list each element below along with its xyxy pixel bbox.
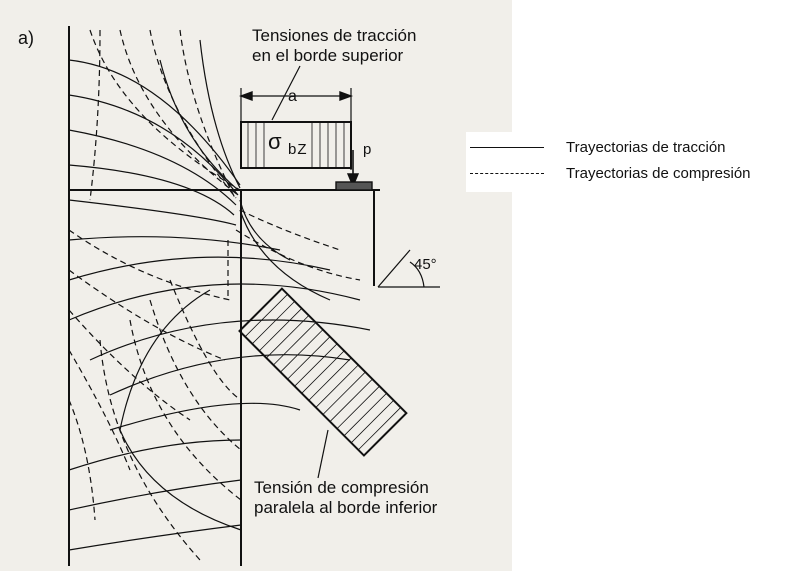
dimension-a-label: a [288,88,297,105]
scanned-diagram-background [0,0,512,571]
bottom-leader-line [317,429,329,479]
tension-block-hatching [247,122,345,168]
tension-trajectories [68,39,371,551]
loading-plate [335,181,373,191]
top-leader-line [271,65,301,121]
panel-label: a) [18,28,35,48]
load-label: p [363,141,372,158]
top-label-line-2: en el borde superior [252,46,404,65]
angle-arc [409,261,425,288]
legend-label-tension: Trayectorias de tracción [566,139,726,156]
bottom-label-line-1: Tensión de compresión [254,478,429,497]
solid-line-swatch [470,147,544,148]
angle-label: 45° [414,256,437,273]
compression-stress-block [238,287,408,457]
bottom-edge-compression-label: Tensión de compresión paralela al borde … [254,478,437,518]
legend: Trayectorias de tracción Trayectorias de… [466,132,808,192]
dashed-line-swatch [470,173,544,174]
stress-symbol: σ [268,129,282,154]
compression-trajectories [68,29,361,561]
bottom-label-line-2: paralela al borde inferior [254,498,438,517]
legend-label-compression: Trayectorias de compresión [566,165,751,182]
top-edge-tension-label: Tensiones de tracción en el borde superi… [252,26,416,66]
top-label-line-1: Tensiones de tracción [252,26,417,45]
stress-subscript: bZ [288,141,308,158]
